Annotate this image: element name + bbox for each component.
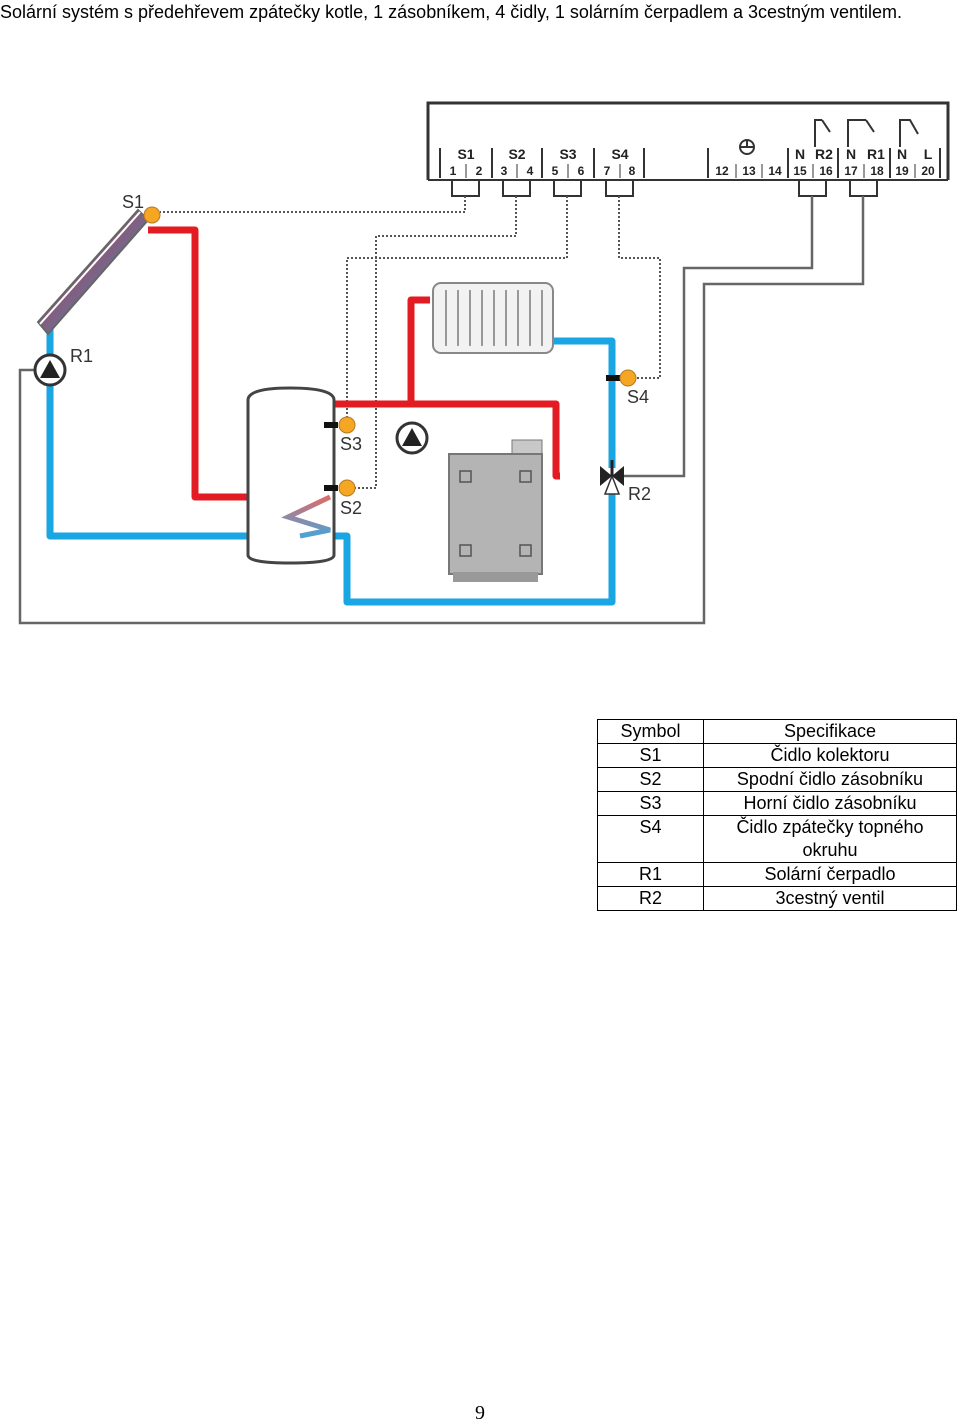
terminal-number: 12 [715, 164, 729, 178]
legend-symbol: S3 [597, 791, 704, 816]
legend-header-symbol: Symbol [597, 719, 704, 744]
terminal-number: 4 [527, 164, 534, 178]
terminal-label-n2: N [846, 146, 856, 162]
sensor-s1 [143, 206, 161, 224]
legend-row: R2 3cestný ventil [597, 886, 957, 911]
legend-spec: Čidlo kolektoru [703, 743, 957, 768]
label-s3: S3 [340, 434, 362, 454]
storage-tank [246, 386, 336, 565]
legend-spec: Čidlo zpátečky topného okruhu [703, 815, 957, 863]
legend-header-row: Symbol Specifikace [597, 719, 957, 744]
cold-pipes [46, 320, 616, 606]
terminal-number: 2 [476, 164, 483, 178]
legend-header-spec: Specifikace [703, 719, 957, 744]
label-r1: R1 [70, 346, 93, 366]
radiator [432, 282, 554, 354]
legend-row: S3 Horní čidlo zásobníku [597, 791, 957, 816]
legend-row: S2 Spodní čidlo zásobníku [597, 767, 957, 792]
terminal-number: 1 [450, 164, 457, 178]
legend-row: R1 Solární čerpadlo [597, 862, 957, 887]
legend-symbol: S4 [597, 815, 704, 863]
legend-spec: Horní čidlo zásobníku [703, 791, 957, 816]
terminal-label-r1: R1 [867, 146, 885, 162]
figure-caption: Solární systém s předehřevem zpátečky ko… [0, 2, 903, 22]
terminal-number: 15 [793, 164, 807, 178]
terminal-number: 19 [895, 164, 909, 178]
terminal-number: 3 [501, 164, 508, 178]
terminal-label-n3: N [897, 146, 907, 162]
three-way-valve-r2 [600, 460, 624, 495]
legend-symbol: R1 [597, 862, 704, 887]
terminal-number: 16 [819, 164, 833, 178]
terminal-label-r2: R2 [815, 146, 833, 162]
boiler [448, 439, 543, 582]
sensor-s3 [338, 416, 356, 434]
power-wires [18, 196, 865, 625]
label-s2: S2 [340, 498, 362, 518]
terminal-number: 5 [552, 164, 559, 178]
solar-system-diagram: S1 S2 S3 S4 N R2 N R1 N L 1 2 3 4 5 6 7 … [18, 101, 950, 625]
label-s4: S4 [627, 387, 649, 407]
terminal-label-n1: N [795, 146, 805, 162]
legend-spec: Spodní čidlo zásobníku [703, 767, 957, 792]
sensor-s2 [338, 479, 356, 497]
terminal-number: 17 [844, 164, 858, 178]
terminal-label-s1: S1 [457, 146, 474, 162]
sensor-wires [160, 196, 661, 489]
legend-table: Symbol Specifikace S1 Čidlo kolektoru S2… [597, 719, 957, 911]
label-s1: S1 [122, 192, 144, 212]
solar-collector [36, 208, 150, 336]
terminal-number: 8 [629, 164, 636, 178]
legend-row: S1 Čidlo kolektoru [597, 743, 957, 768]
sensor-s4 [619, 369, 637, 387]
terminal-number: 18 [870, 164, 884, 178]
legend-symbol: S1 [597, 743, 704, 768]
legend-symbol: R2 [597, 886, 704, 911]
terminal-number: 13 [742, 164, 756, 178]
terminal-label-s3: S3 [559, 146, 576, 162]
terminal-number: 6 [578, 164, 585, 178]
terminal-label-s4: S4 [611, 146, 628, 162]
ground-icon [739, 139, 755, 155]
legend-spec: Solární čerpadlo [703, 862, 957, 887]
controller-terminal-block: S1 S2 S3 S4 N R2 N R1 N L 1 2 3 4 5 6 7 … [426, 101, 950, 197]
terminal-label-s2: S2 [508, 146, 525, 162]
terminal-number: 7 [604, 164, 611, 178]
terminal-number: 20 [921, 164, 935, 178]
terminal-label-l: L [924, 146, 933, 162]
label-r2: R2 [628, 484, 651, 504]
pump-r1 [33, 353, 67, 387]
legend-spec: 3cestný ventil [703, 886, 957, 911]
legend-symbol: S2 [597, 767, 704, 792]
terminal-number: 14 [768, 164, 782, 178]
heating-pump [395, 421, 429, 455]
legend-row: S4 Čidlo zpátečky topného okruhu [597, 815, 957, 863]
page-number: 9 [475, 1402, 485, 1424]
